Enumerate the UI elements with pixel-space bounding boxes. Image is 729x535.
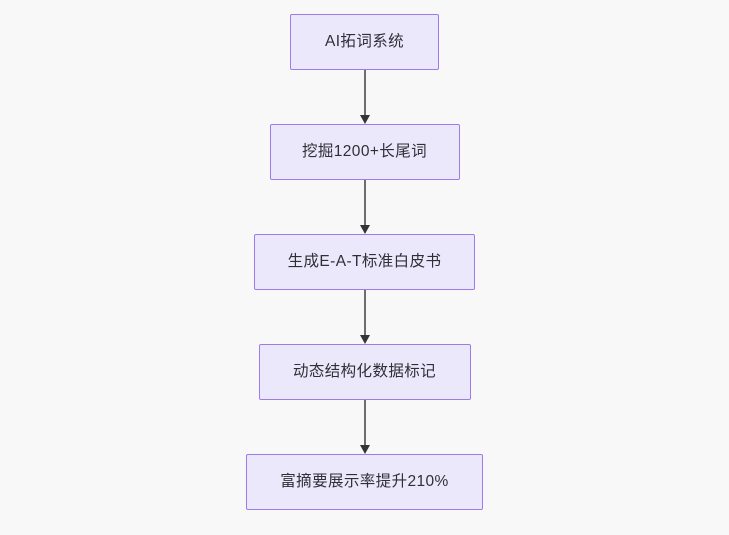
arrow-line-icon	[363, 180, 366, 227]
arrow-line-icon	[363, 290, 366, 337]
flow-arrow-4-to-5	[358, 400, 372, 454]
flow-arrow-2-to-3	[358, 180, 372, 234]
flow-node-5-label: 富摘要展示率提升210%	[280, 473, 449, 491]
arrow-head-icon	[359, 445, 370, 454]
arrow-head-icon	[359, 225, 370, 234]
flow-node-2-label: 挖掘1200+长尾词	[301, 143, 428, 161]
flow-node-4-label: 动态结构化数据标记	[292, 363, 437, 381]
flow-node-5[interactable]: 富摘要展示率提升210%	[246, 454, 483, 510]
flow-arrow-1-to-2	[358, 70, 372, 124]
flow-node-3[interactable]: 生成E-A-T标准白皮书	[254, 234, 475, 290]
flow-arrow-3-to-4	[358, 290, 372, 344]
arrow-head-icon	[359, 335, 370, 344]
flow-node-1[interactable]: AI拓词系统	[290, 14, 439, 70]
arrow-line-icon	[363, 70, 366, 117]
arrow-head-icon	[359, 115, 370, 124]
flow-node-3-label: 生成E-A-T标准白皮书	[287, 253, 442, 271]
flow-node-2[interactable]: 挖掘1200+长尾词	[269, 124, 460, 180]
flow-node-1-label: AI拓词系统	[324, 33, 405, 51]
flow-node-4[interactable]: 动态结构化数据标记	[258, 344, 471, 400]
arrow-line-icon	[363, 400, 366, 447]
